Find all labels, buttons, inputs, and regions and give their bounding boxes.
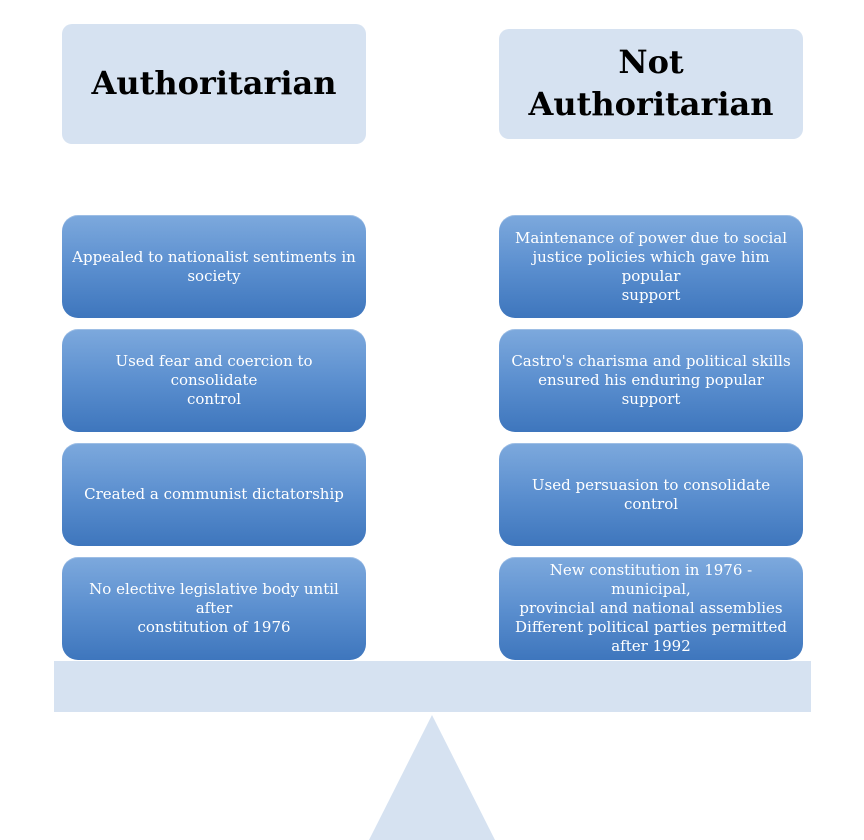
not-authoritarian-item: New constitution in 1976 - municipal, pr… (499, 557, 803, 660)
authoritarian-item: No elective legislative body until after… (62, 557, 366, 660)
balance-beam (54, 661, 811, 712)
authoritarian-heading-box: Authoritarian (62, 24, 366, 144)
authoritarian-item-text: Created a communist dictatorship (84, 485, 344, 503)
authoritarian-item: Created a communist dictatorship (62, 443, 366, 546)
not-authoritarian-column: Maintenance of power due to social justi… (499, 215, 803, 660)
authoritarian-column: Appealed to nationalist sentiments in so… (62, 215, 366, 660)
not-authoritarian-item: Used persuasion to consolidate control (499, 443, 803, 546)
authoritarian-item-text: Used fear and coercion to consolidate co… (115, 352, 313, 408)
authoritarian-item-text: No elective legislative body until after… (89, 580, 339, 636)
authoritarian-item-text: Appealed to nationalist sentiments in so… (72, 247, 356, 285)
authoritarian-item: Used fear and coercion to consolidate co… (62, 329, 366, 432)
not-authoritarian-item-text: New constitution in 1976 - municipal, pr… (515, 561, 787, 655)
not-authoritarian-item: Maintenance of power due to social justi… (499, 215, 803, 318)
balance-fulcrum (369, 715, 495, 840)
authoritarian-heading: Authoritarian (91, 64, 337, 103)
not-authoritarian-heading: Not Authoritarian (528, 43, 774, 123)
authoritarian-item: Appealed to nationalist sentiments in so… (62, 215, 366, 318)
not-authoritarian-item-text: Castro's charisma and political skills e… (511, 352, 791, 408)
not-authoritarian-item: Castro's charisma and political skills e… (499, 329, 803, 432)
not-authoritarian-item-text: Used persuasion to consolidate control (531, 475, 771, 513)
not-authoritarian-item-text: Maintenance of power due to social justi… (514, 228, 787, 304)
not-authoritarian-heading-box: Not Authoritarian (499, 29, 803, 139)
